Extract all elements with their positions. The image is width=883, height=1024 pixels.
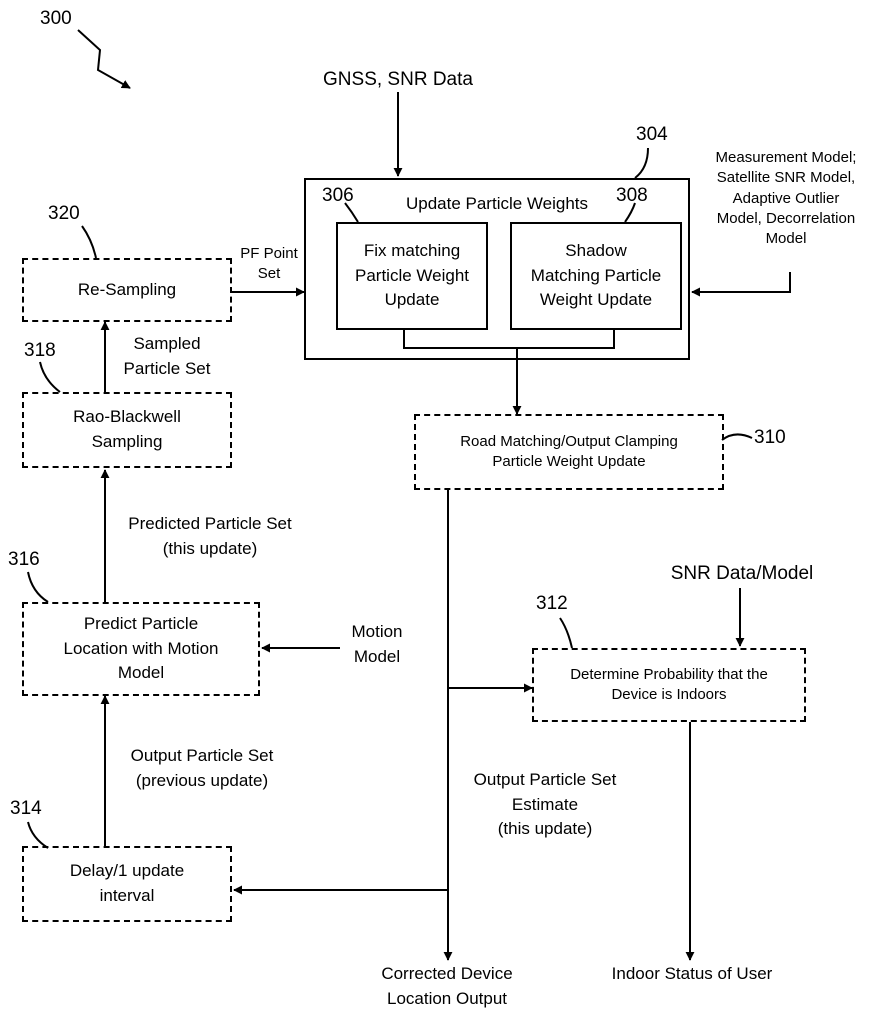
predicted-particle-set-label: Predicted Particle Set (this update)	[128, 514, 292, 558]
indoor-status-label: Indoor Status of User	[611, 964, 773, 983]
ref-316: 316	[8, 549, 40, 570]
ref-308: 308	[616, 185, 648, 206]
output-previous-label: Output Particle Set (previous update)	[130, 746, 274, 790]
ref-314: 314	[10, 798, 42, 819]
ref-318: 318	[24, 340, 56, 361]
update-particle-weights-title: Update Particle Weights	[405, 194, 589, 213]
measurement-arrow	[691, 272, 791, 297]
indoor-probability-box: Determine Probability that the Device is…	[532, 648, 806, 722]
fix-matching-box: Fix matching Particle Weight Update	[336, 222, 488, 330]
pf-point-set-label: PF Point Set	[240, 245, 298, 283]
corrected-output-label: Corrected Device Location Output	[381, 964, 513, 1008]
snr-model-label: SNR Data/Model	[670, 563, 814, 584]
output-estimate-label: Output Particle Set Estimate (this updat…	[473, 770, 617, 839]
figure-ref-arrow	[77, 29, 131, 89]
ref-314-leader	[27, 821, 49, 849]
ref-318-leader	[39, 361, 61, 393]
ref-320-leader	[81, 225, 97, 259]
ref-308-leader	[624, 202, 636, 223]
road-matching-box: Road Matching/Output Clamping Particle W…	[414, 414, 724, 490]
ref-316-leader	[27, 571, 49, 603]
figure-ref: 300	[40, 8, 72, 29]
gnss-input-label: GNSS, SNR Data	[323, 69, 473, 90]
ref-310-leader	[721, 433, 753, 441]
sampled-particle-set-label: Sampled Particle Set	[123, 334, 211, 378]
ref-320: 320	[48, 203, 80, 224]
ref-312-leader	[559, 617, 573, 649]
measurement-model-label: Measurement Model; Satellite SNR Model, …	[715, 149, 857, 247]
predict-location-box: Predict Particle Location with Motion Mo…	[22, 602, 260, 696]
update-particle-weights-box: Update Particle Weights	[304, 178, 690, 360]
rao-blackwell-box: Rao-Blackwell Sampling	[22, 392, 232, 468]
ref-304-leader	[634, 147, 649, 179]
ref-306: 306	[322, 185, 354, 206]
ref-310: 310	[754, 427, 786, 448]
motion-model-label: Motion Model	[351, 622, 403, 666]
weight-bracket	[403, 330, 615, 349]
delay-box: Delay/1 update interval	[22, 846, 232, 922]
shadow-matching-box: Shadow Matching Particle Weight Update	[510, 222, 682, 330]
ref-304: 304	[636, 124, 668, 145]
ref-312: 312	[536, 593, 568, 614]
ref-306-leader	[344, 202, 359, 223]
resampling-box: Re-Sampling	[22, 258, 232, 322]
